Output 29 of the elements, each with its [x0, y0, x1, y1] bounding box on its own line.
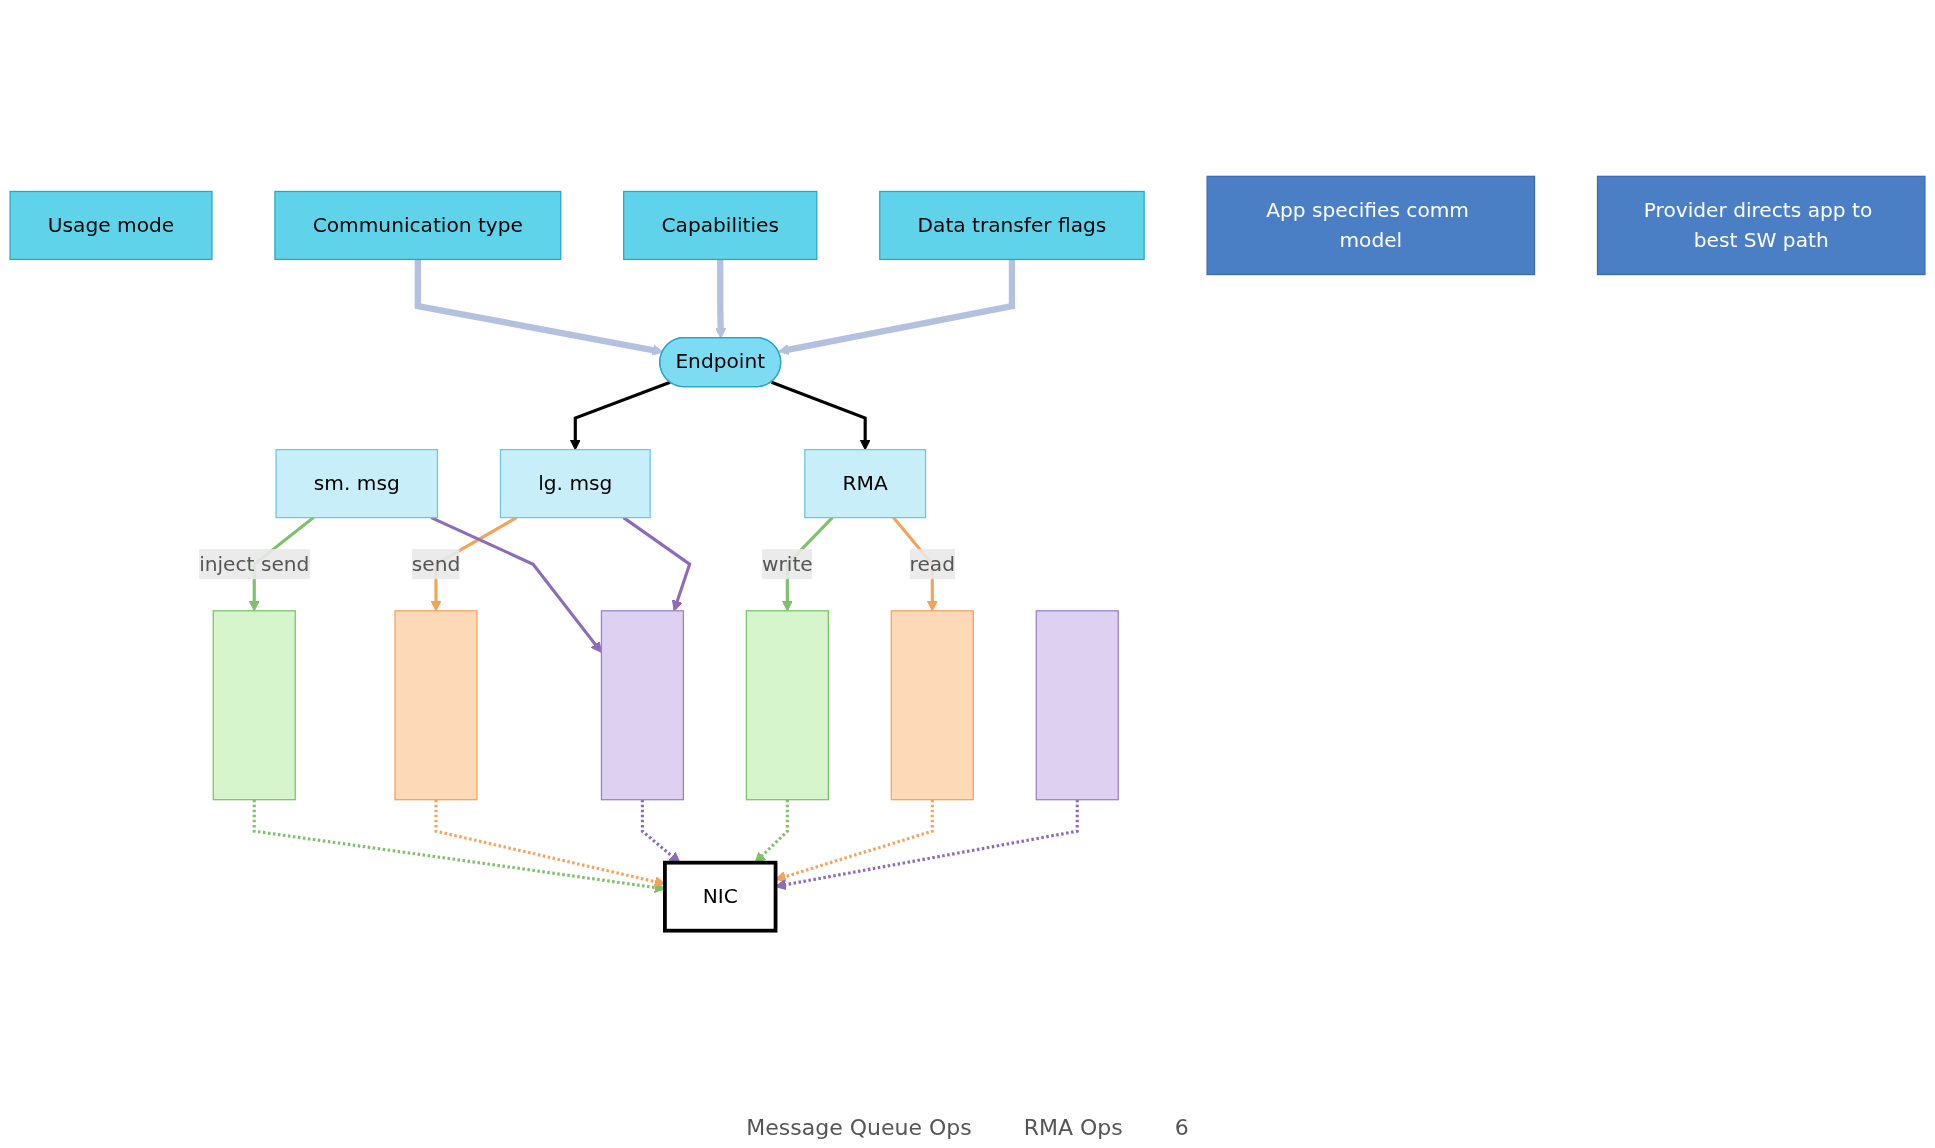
node-bar: [600, 610, 685, 801]
arrow: [778, 259, 1016, 356]
node-box: Usage mode: [9, 190, 213, 261]
arrow: [569, 380, 671, 451]
node-bar: [394, 610, 478, 801]
node-box: lg. msg: [499, 448, 651, 519]
node-bar: [212, 610, 296, 801]
node-box: App specifies comm model: [1206, 175, 1536, 276]
node-bar: [890, 610, 974, 801]
node-box: Communication type: [274, 190, 562, 261]
node-bar: [1035, 610, 1119, 801]
edge-label: read: [909, 551, 955, 576]
arrow: [770, 380, 871, 451]
arrow: [715, 259, 727, 339]
note-label: 6: [1173, 1114, 1190, 1142]
node-bar: [745, 610, 829, 801]
arrow: [622, 516, 692, 612]
arrow: [414, 259, 664, 356]
edge-label: inject send: [199, 551, 310, 576]
edge-label: send: [411, 551, 461, 576]
node-box: Data transfer flags: [879, 190, 1145, 261]
node-box: NIC: [663, 860, 778, 933]
node-box: RMA: [804, 448, 927, 519]
node-box: Provider directs app to best SW path: [1596, 175, 1926, 276]
note-label: RMA Ops: [1022, 1114, 1124, 1142]
edge-label: write: [762, 551, 813, 576]
node-box: sm. msg: [275, 448, 439, 519]
node-box: Capabilities: [623, 190, 818, 261]
note-label: Message Queue Ops: [745, 1114, 973, 1142]
